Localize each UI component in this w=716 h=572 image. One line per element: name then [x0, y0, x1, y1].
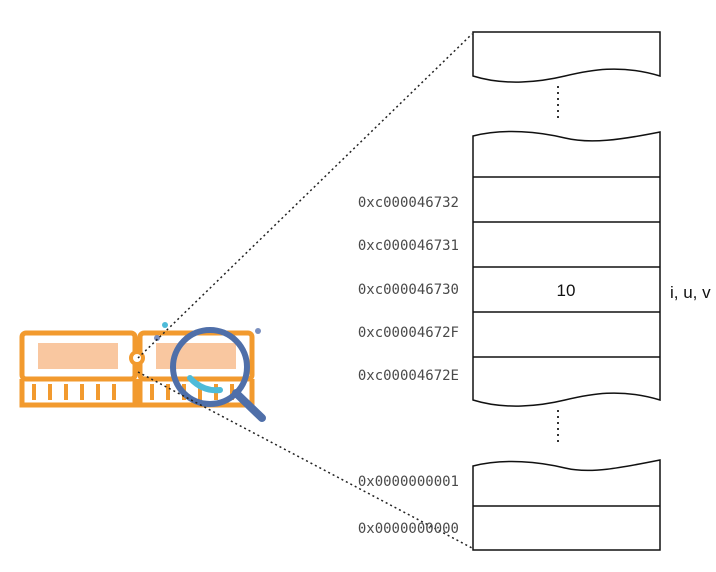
- memory-block-middle: [472, 130, 661, 407]
- dot-icon: [162, 322, 168, 328]
- dot-icon: [255, 328, 261, 334]
- address-label: 0x0000000001: [358, 474, 459, 490]
- ram-chip-icon: [19, 330, 255, 408]
- magnifier-icon: [154, 322, 266, 422]
- memory-block-bottom: [472, 459, 661, 551]
- variable-label: i, u, v: [670, 283, 711, 302]
- cell-value: 10: [557, 281, 576, 300]
- address-label: 0xc000046730: [358, 282, 459, 298]
- memory-block-top: [472, 31, 661, 83]
- dot-icon: [154, 335, 160, 341]
- address-label: 0x0000000000: [358, 521, 459, 537]
- address-label: 0xc00004672E: [358, 368, 459, 384]
- address-label: 0xc000046732: [358, 195, 459, 211]
- address-label: 0xc00004672F: [358, 325, 459, 341]
- address-label: 0xc000046731: [358, 238, 459, 254]
